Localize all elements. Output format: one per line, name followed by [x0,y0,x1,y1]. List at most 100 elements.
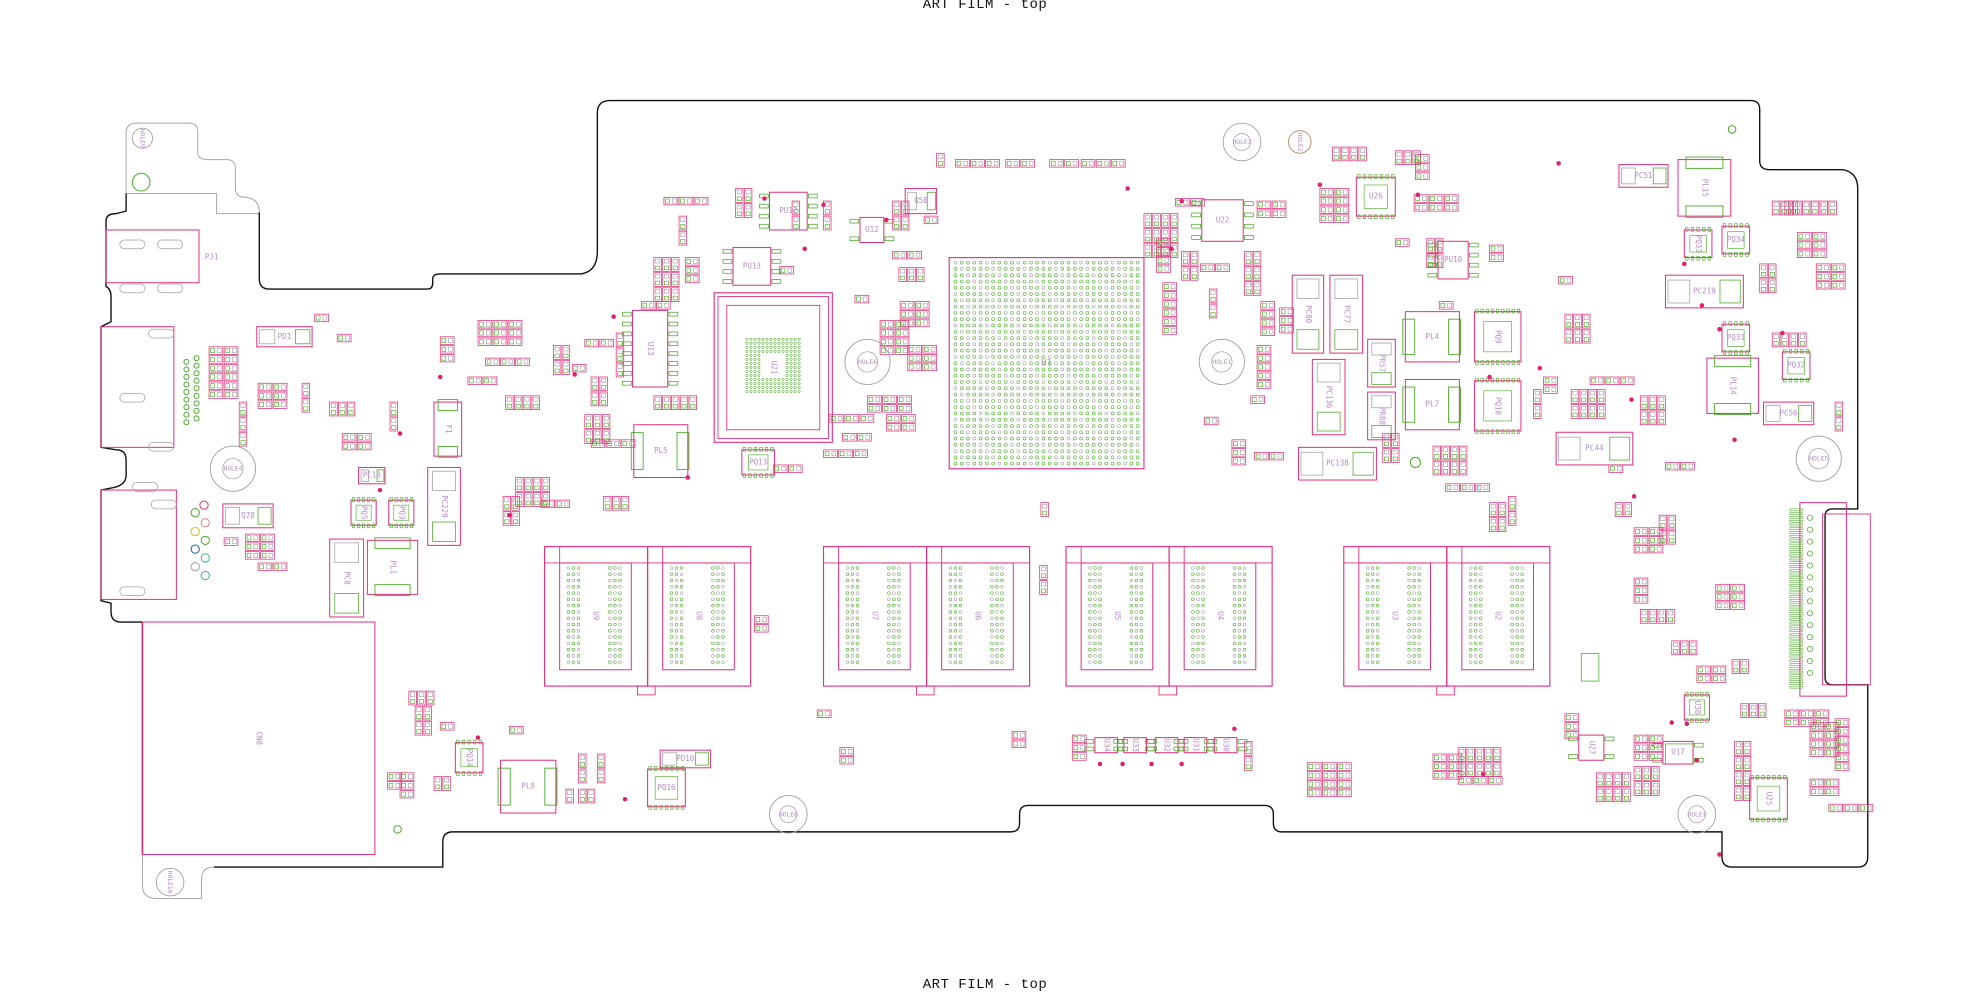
ball-pad [1073,361,1077,365]
pad [1635,767,1641,773]
pad [563,501,569,507]
ball-pad [1091,311,1096,315]
ball-pad [1054,298,1058,303]
passive-outline [892,215,901,231]
pad [858,434,864,440]
passive-component [578,753,587,769]
ball-pad [674,604,679,608]
pad [246,535,252,541]
passive-outline [439,722,455,731]
passive-outline [1306,771,1322,780]
ball-pad [953,647,958,652]
ball-pad [978,260,983,265]
thermal-pad [1483,321,1512,353]
pin-pad [1357,214,1361,219]
pin-pad [1745,321,1749,326]
passive-component [1382,433,1391,448]
component-outline [1201,199,1244,242]
passive-outline [561,360,571,375]
passive-component [1633,577,1649,586]
refdes-label: PQ33 [1694,235,1703,253]
ball-pad [1035,461,1039,466]
pad [923,320,928,326]
component-pq31: PQ31 [1721,321,1751,355]
passive-outline [1651,766,1660,781]
passive-outline [417,690,426,706]
pad [1459,748,1465,754]
pad [1744,742,1750,748]
ball-pad [1129,386,1134,391]
pad [894,424,899,430]
pad [1606,780,1612,786]
pad [444,784,449,790]
pad [1308,772,1314,778]
passive-outline [238,416,248,432]
ball-pad [978,279,983,284]
pin-pad [1705,718,1709,723]
ball-pad [1412,647,1416,652]
fpc-pin [1789,580,1803,583]
ball-pad [1515,585,1519,589]
refdes-label: PQ9 [1494,330,1503,344]
ball-pad [1047,323,1052,328]
thermal-pad [1689,699,1705,716]
ball-pad [855,635,860,639]
ball-pad [757,382,761,385]
passive-outline [899,318,915,328]
ball-pad [972,380,977,384]
pin1-dot [1629,397,1634,402]
pin-pad [1084,746,1095,752]
pad [893,217,899,222]
pad [1428,246,1433,252]
pad [261,544,267,550]
pad [1258,364,1263,370]
ball-pad [1079,361,1083,365]
pad [1013,741,1018,747]
ball-pad [845,635,850,639]
ball-pad [711,622,715,627]
passive-outline [823,200,832,216]
pad [865,434,870,440]
pin-pad [357,497,361,502]
passive-outline [662,257,671,272]
pad [909,268,914,274]
pad [1761,265,1766,270]
ball-pad [1054,292,1058,296]
passive-component [571,364,587,373]
pad [1816,711,1821,717]
passive-outline [1256,371,1272,380]
ball-pad [777,390,781,393]
ball-pad [1123,298,1127,303]
pad [334,593,359,614]
ball-pad [1003,449,1008,453]
pad [831,451,837,457]
ball-pad [1022,336,1027,340]
ball-pad [1029,323,1033,328]
pad [586,437,591,443]
passive-outline [735,203,744,218]
ball-pad [716,654,720,658]
ball-pad [608,597,612,602]
component-pu12: PU12 [759,191,818,231]
pin-pad [1173,746,1184,752]
passive-outline [223,381,239,390]
component-pc80: PC80 [1291,274,1325,354]
pad [649,302,654,308]
pin-pad [461,739,466,745]
ball-pad [1060,386,1065,391]
ball-pad [991,285,995,290]
pin-pad [1490,377,1495,383]
ball-pad [997,449,1002,453]
passive-outline [985,159,1000,168]
passive-outline [1809,722,1825,731]
ball-pad [1098,654,1102,658]
ball-pad [785,337,789,341]
passive-outline [1489,517,1498,532]
pin-pad [648,805,652,810]
ball-pad [571,616,576,620]
ball-pad [997,461,1002,466]
pad [1723,603,1729,609]
ball-pad [985,392,989,397]
passive-outline [678,215,687,231]
